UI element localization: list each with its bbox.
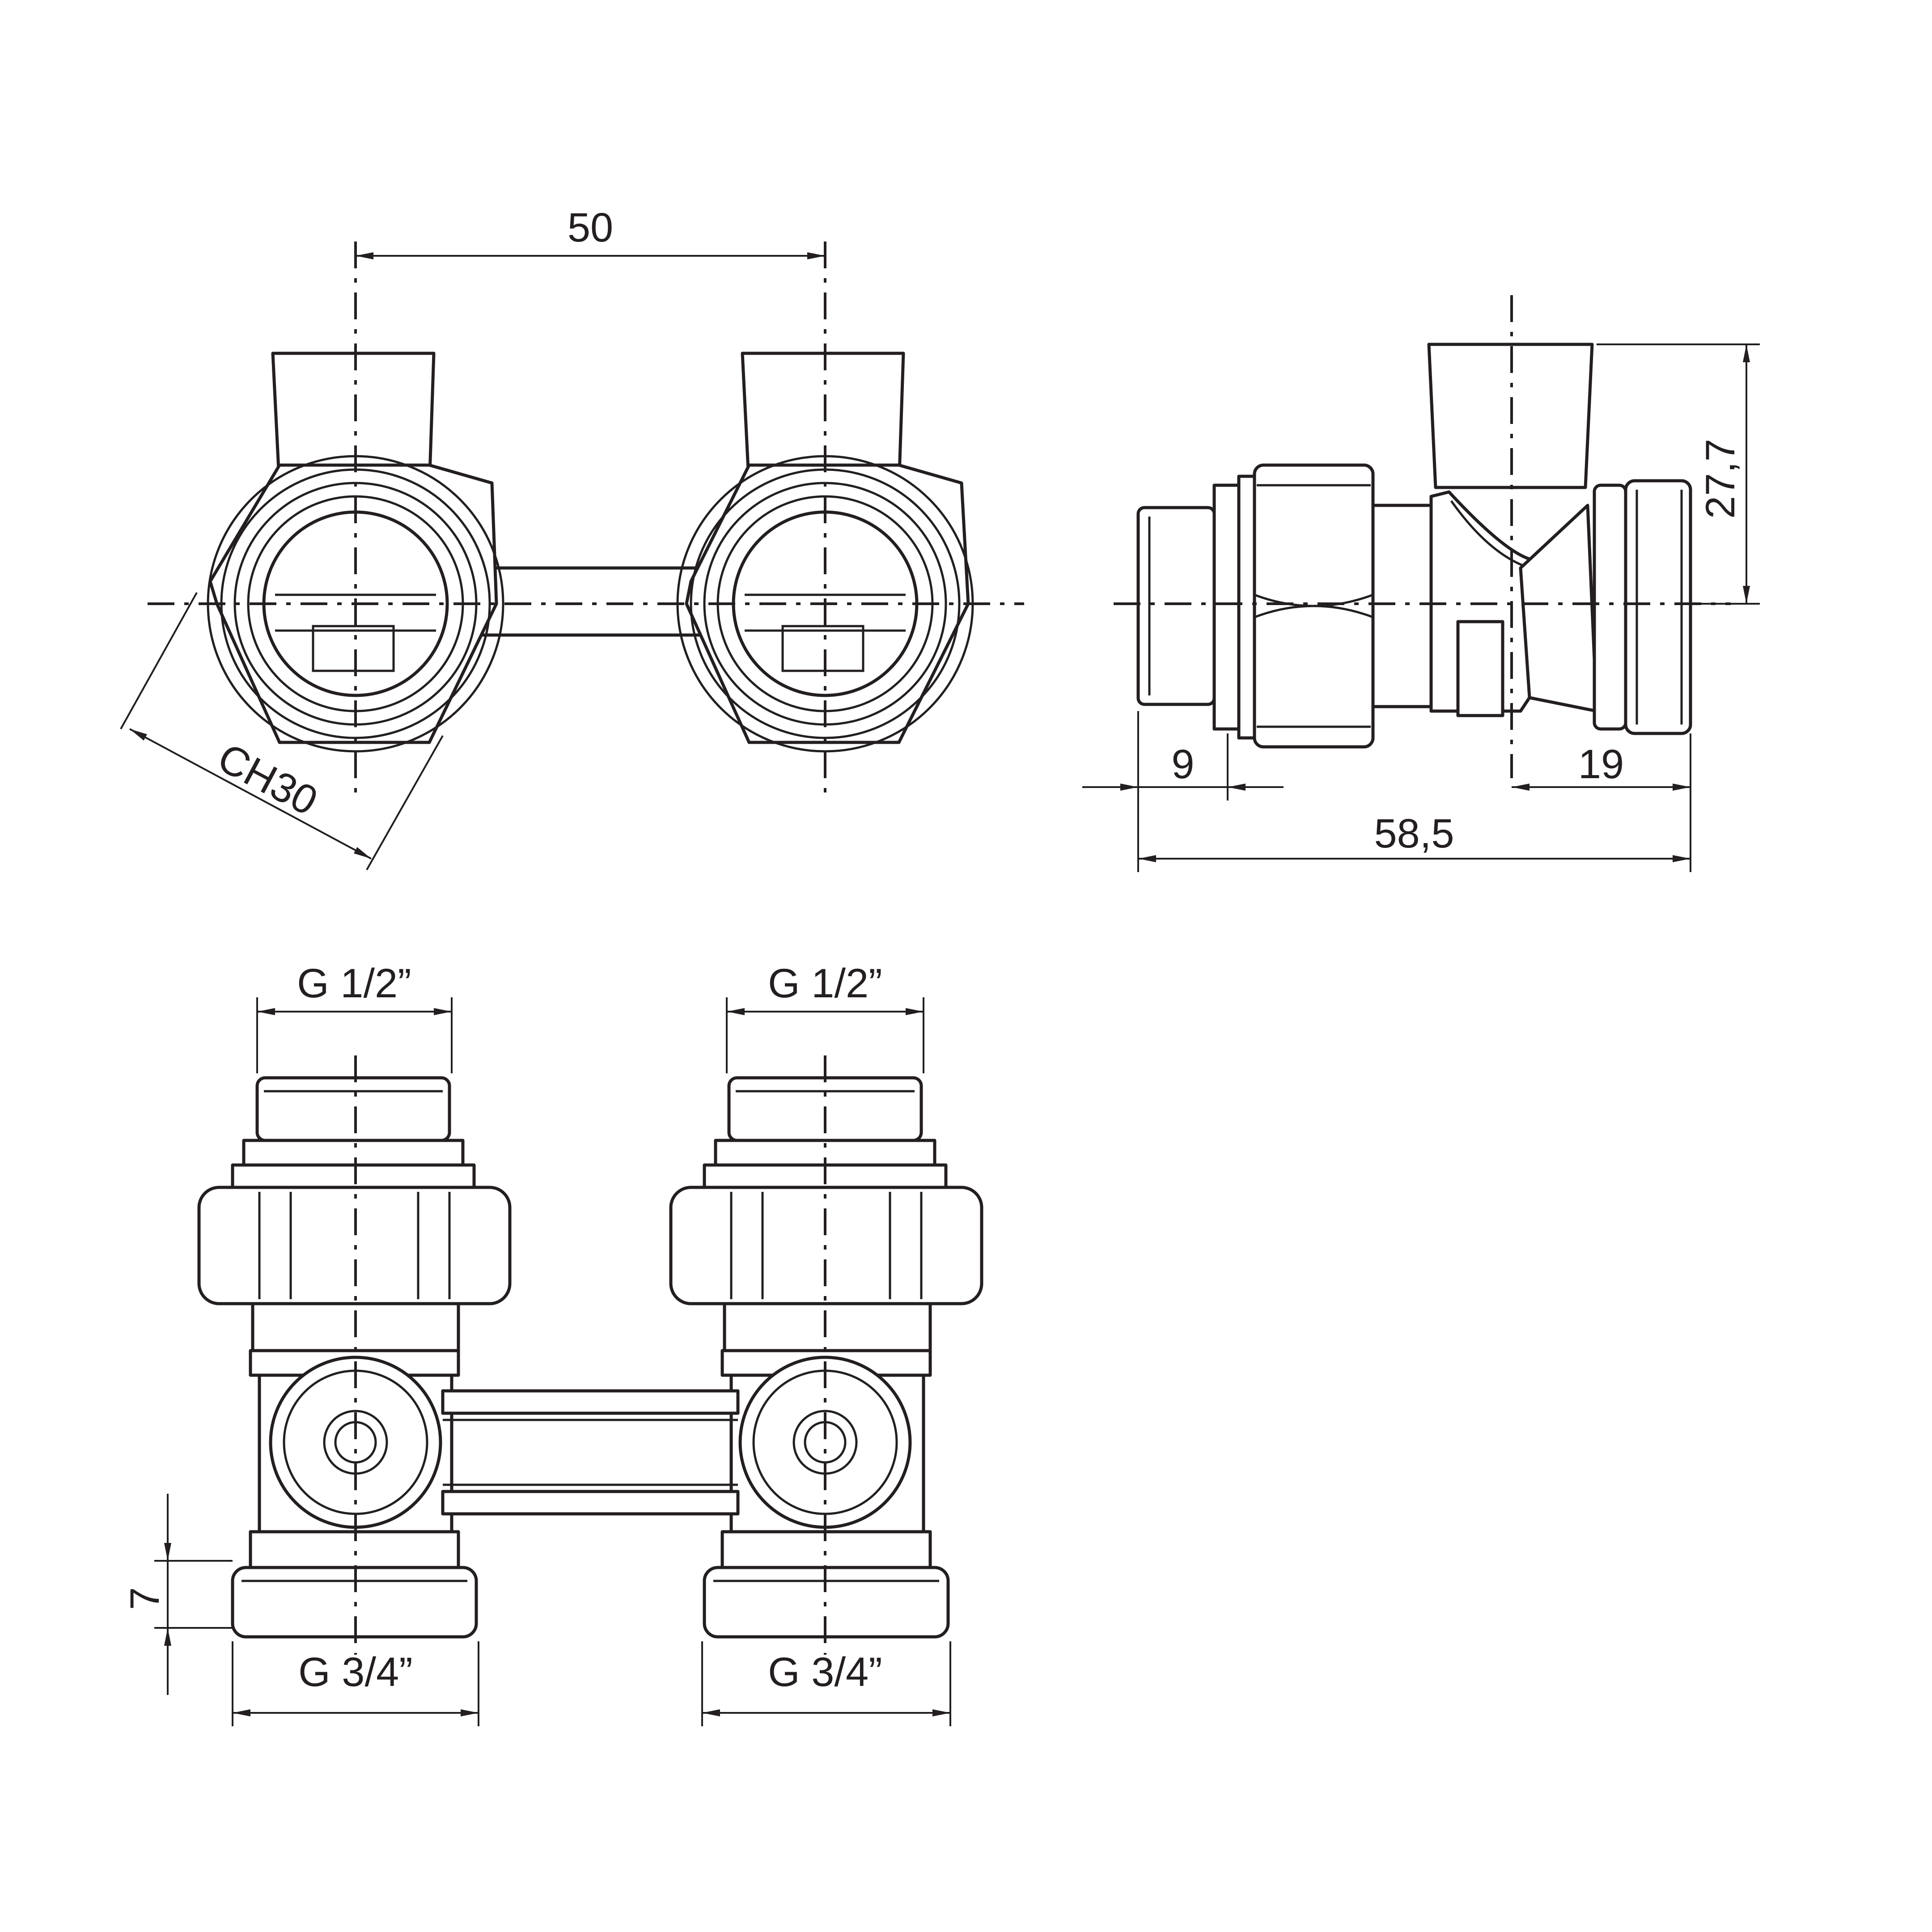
dimension-spacing-label: 50: [568, 205, 613, 250]
dimension-height-label: 27,7: [1698, 439, 1743, 519]
side-view-body: [1371, 490, 1598, 717]
dimension-spacing: 50: [356, 205, 825, 259]
dimension-top-thread-left-label: G 1/2”: [297, 961, 411, 1006]
side-view: 27,7 9 19 58,5: [1082, 295, 1760, 872]
dimension-top-thread-right: G 1/2”: [726, 961, 924, 1073]
dimension-top-thread-right-label: G 1/2”: [768, 961, 882, 1006]
dimension-overall-length: 58,5: [1138, 811, 1690, 862]
top-view-bridge: [459, 566, 713, 637]
dimension-left-offset-label: 9: [1171, 741, 1194, 787]
dimension-right-offset-label: 19: [1578, 741, 1624, 787]
dimension-overall-length-label: 58,5: [1374, 811, 1454, 856]
dimension-right-offset: 19: [1512, 733, 1691, 872]
dimension-left-offset: 9: [1082, 711, 1284, 872]
dimension-nut-height-label: 7: [122, 1587, 168, 1610]
side-view-tail-piece: [1136, 475, 1256, 740]
dimension-bottom-thread-right: G 3/4”: [701, 1641, 951, 1726]
dimension-bottom-thread-left: G 3/4”: [232, 1641, 479, 1726]
dimension-bottom-thread-right-label: G 3/4”: [768, 1649, 882, 1695]
side-view-coupling: [1593, 479, 1692, 735]
top-view: 50 CH30: [120, 205, 1024, 870]
front-view-bridge: [441, 1389, 740, 1516]
dimension-height: 27,7: [1597, 343, 1760, 605]
dimension-bottom-thread-left-label: G 3/4”: [298, 1649, 413, 1695]
side-view-union-nut: [1253, 463, 1375, 749]
front-view: G 1/2” G 1/2” G 3/4” G 3/4”: [122, 961, 983, 1726]
dimension-nut-height: 7: [122, 1494, 233, 1695]
dimension-hex-size-label: CH30: [211, 735, 325, 824]
dimension-top-thread-left: G 1/2”: [256, 961, 453, 1073]
